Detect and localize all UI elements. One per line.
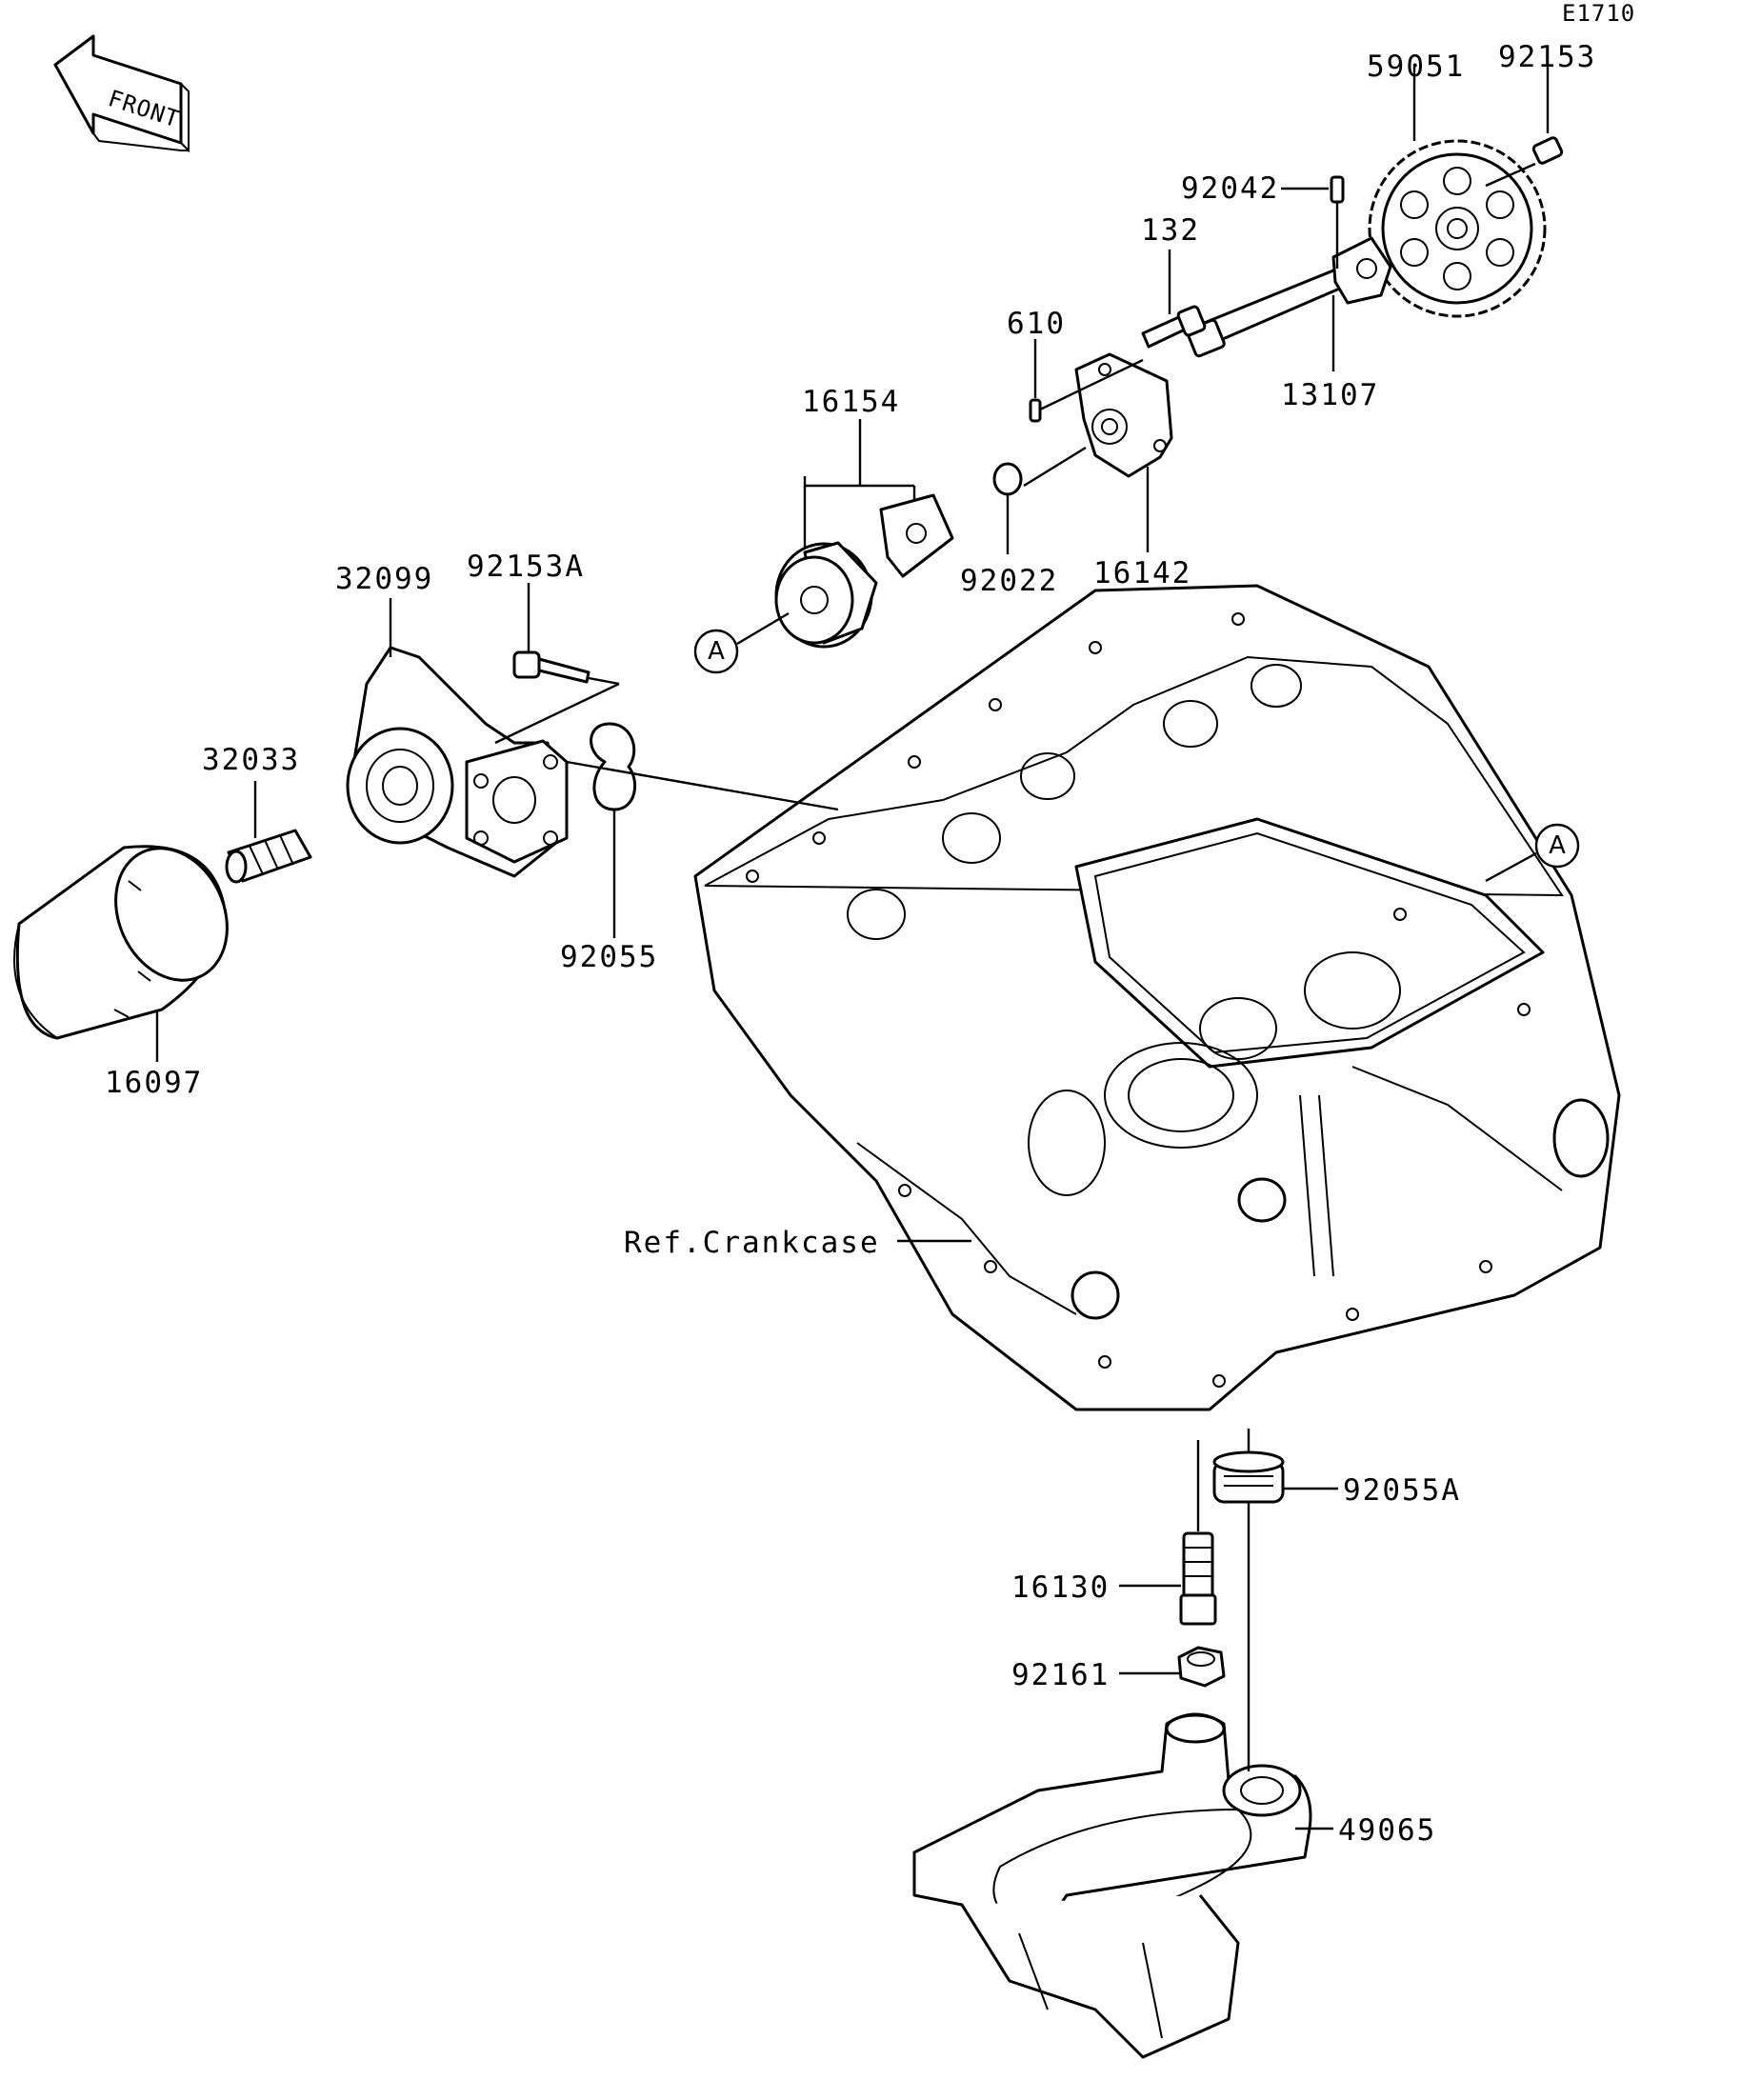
callout-92153A: 92153A	[467, 550, 585, 584]
callout-92161: 92161	[1011, 1658, 1110, 1692]
o-ring-92022	[992, 462, 1023, 496]
oil-filter-mount	[346, 646, 569, 878]
callout-610: 610	[1007, 307, 1066, 341]
callout-32033: 32033	[202, 743, 300, 777]
callout-59051: 59051	[1367, 50, 1465, 84]
callout-16154: 16154	[802, 385, 900, 419]
svg-text:A: A	[708, 637, 725, 666]
gasket-92055	[590, 722, 637, 811]
nipple-32033	[225, 829, 312, 884]
pin-92042	[1330, 175, 1345, 204]
callout-49065: 49065	[1338, 1813, 1436, 1848]
oil-filter	[13, 845, 229, 1040]
callout-132: 132	[1141, 213, 1200, 248]
callout-92153: 92153	[1498, 40, 1596, 74]
callout-92055A: 92055A	[1343, 1473, 1461, 1508]
oil-pump-gear	[1368, 139, 1547, 318]
crankcase-outline	[693, 584, 1621, 1411]
leader-lines	[155, 67, 1550, 1830]
svg-text:A: A	[1549, 831, 1566, 860]
bolt-132	[1141, 305, 1207, 349]
callout-16097: 16097	[105, 1066, 203, 1100]
dowel-610	[1029, 398, 1042, 423]
relief-valve-16130	[1179, 1531, 1217, 1626]
plug-92161	[1177, 1646, 1226, 1688]
callout-32099: 32099	[335, 562, 433, 596]
callout-92055: 92055	[560, 940, 658, 974]
marker-a-left: A	[693, 611, 790, 674]
drain-plug-92055A	[1212, 1450, 1285, 1504]
callout-92022: 92022	[960, 564, 1058, 598]
bolt-92153	[1485, 136, 1564, 188]
diagram-code: E1710	[1562, 0, 1635, 27]
oil-strainer	[912, 1712, 1312, 2059]
oil-pump-shaft	[1186, 236, 1392, 358]
marker-a-right: A	[1485, 823, 1580, 883]
callout-13107: 13107	[1281, 378, 1379, 412]
reference-crankcase-label: Ref.Crankcase	[624, 1226, 880, 1260]
callout-16142: 16142	[1093, 556, 1191, 590]
front-arrow-icon: FRONT	[53, 34, 190, 153]
bolt-92153A	[494, 650, 620, 745]
callout-16130: 16130	[1011, 1570, 1110, 1605]
callout-92042: 92042	[1181, 171, 1279, 206]
oil-pump-cover	[1074, 352, 1173, 478]
oil-pump-rotor	[774, 493, 954, 649]
